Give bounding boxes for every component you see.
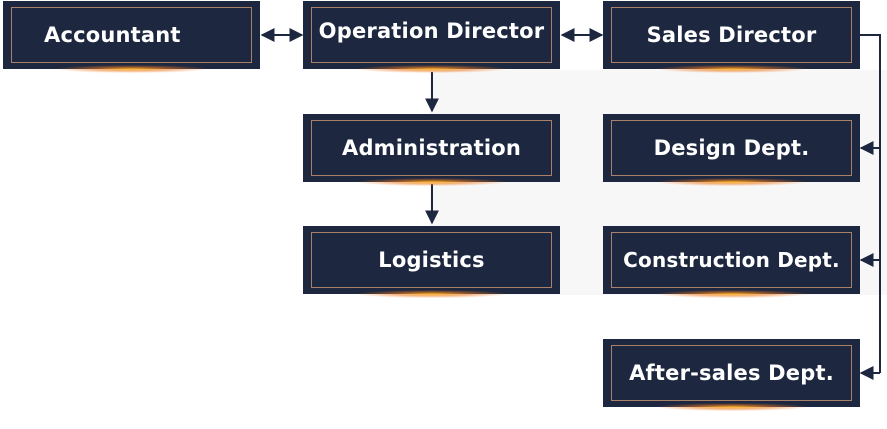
node-sales-director: Sales Director	[603, 1, 860, 73]
node-logistics: Logistics	[303, 226, 560, 298]
node-label: Operation Director	[318, 19, 545, 43]
node-label: Design Dept.	[653, 136, 810, 160]
node-glow	[56, 65, 207, 73]
node-label: Construction Dept.	[623, 248, 840, 272]
node-glow	[656, 65, 807, 73]
node-label: After-sales Dept.	[629, 361, 834, 385]
node-label: Logistics	[378, 248, 485, 272]
node-glow	[656, 403, 807, 411]
node-glow	[656, 290, 807, 298]
connector-sales-trunk	[860, 34, 881, 373]
node-accountant: Accountant	[3, 1, 260, 73]
node-label: Accountant	[44, 23, 181, 47]
node-label: Administration	[342, 136, 521, 160]
node-design-dept: Design Dept.	[603, 114, 860, 186]
node-administration: Administration	[303, 114, 560, 186]
node-label: Sales Director	[646, 23, 817, 47]
node-glow	[356, 65, 507, 73]
node-construction-dept: Construction Dept.	[603, 226, 860, 298]
node-glow	[656, 178, 807, 186]
node-glow	[356, 178, 507, 186]
node-after-sales-dept: After-sales Dept.	[603, 339, 860, 411]
node-operation-director: Operation Director	[303, 1, 560, 73]
node-glow	[356, 290, 507, 298]
